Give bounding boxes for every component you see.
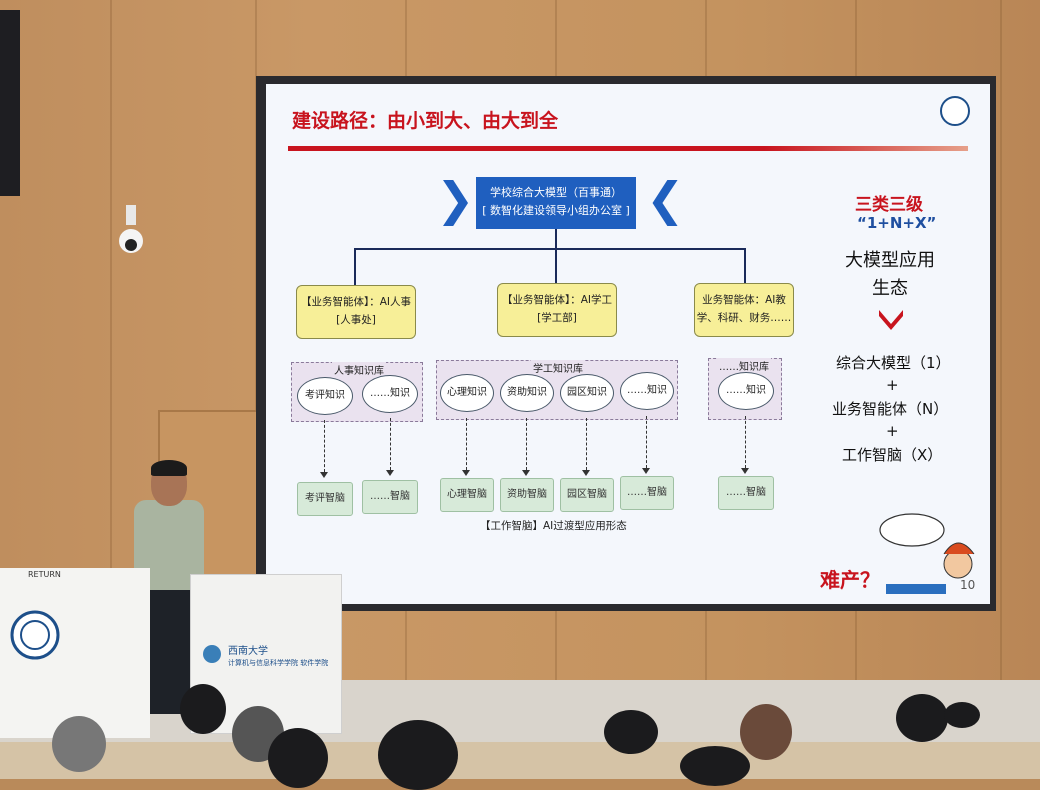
side-item: 综合大模型（1） [836, 354, 951, 372]
dashed-arrow [586, 418, 587, 470]
central-model-office: [ 数智化建设领导小组办公室 ] [482, 204, 630, 217]
page-number: 10 [960, 578, 976, 592]
knowledge-oval: ……知识 [362, 375, 418, 413]
chevron-down-icon [879, 310, 903, 330]
wall-seam [110, 0, 112, 690]
university-logo-icon [940, 96, 970, 126]
audience-head [896, 694, 948, 742]
agent-label: 【业务智能体】：AI学工 [501, 294, 613, 306]
kb-label: ……知识库 [717, 358, 771, 373]
agent-department: [学工部] [537, 312, 577, 324]
side-plus: + [886, 422, 899, 440]
audience-head [604, 710, 658, 754]
connector [354, 248, 356, 285]
brain-box: 资助智脑 [500, 478, 554, 512]
arrow-head-icon [320, 472, 328, 478]
brain-box: 考评智脑 [297, 482, 353, 516]
side-formula: “1+N+X” [857, 214, 937, 232]
connector [354, 248, 746, 250]
agent-label: 业务智能体：AI教 [702, 294, 786, 306]
brain-box: ……智脑 [718, 476, 774, 510]
arrow-head-icon [582, 470, 590, 476]
audience-head [378, 720, 458, 790]
audience-head [740, 704, 792, 760]
agent-label-cont: 学、科研、财务…… [696, 312, 792, 324]
knowledge-oval: 园区知识 [560, 374, 614, 412]
agent-box-student: 【业务智能体】：AI学工 [学工部] [497, 283, 617, 337]
kb-label: 学工知识库 [531, 360, 585, 375]
university-seal-icon [10, 610, 60, 660]
audience-head [52, 716, 106, 772]
security-camera [119, 205, 143, 253]
dashed-arrow [646, 416, 647, 468]
dashed-arrow [526, 418, 527, 470]
podium-school: 计算机与信息科学学院 软件学院 [228, 659, 329, 667]
side-item: 业务智能体（N） [832, 400, 949, 418]
side-heading: 三类三级 [855, 195, 923, 215]
agent-label: 【业务智能体】：AI人事 [300, 296, 412, 308]
dashed-arrow [324, 420, 325, 472]
brain-box: ……智脑 [362, 480, 418, 514]
dashed-arrow [745, 416, 746, 468]
connector [555, 229, 557, 249]
side-item: 工作智脑（X） [842, 446, 943, 464]
slide-title: 建设路径：由小到大、由大到全 [292, 110, 559, 132]
side-line: 大模型应用 [845, 250, 935, 271]
audience-head [268, 728, 328, 788]
knowledge-oval: 心理知识 [440, 374, 494, 412]
wall-monitor [0, 10, 20, 196]
dashed-arrow [466, 418, 467, 470]
agent-department: [人事处] [336, 314, 376, 326]
arrow-head-icon [642, 468, 650, 474]
audience-head [680, 746, 750, 786]
diagram-caption: 【工作智脑】AI过渡型应用形态 [480, 520, 627, 532]
arrow-head-icon [462, 470, 470, 476]
podium-university: 西南大学 [228, 646, 268, 657]
slide [266, 84, 990, 604]
school-logo-icon [203, 645, 221, 663]
knowledge-oval: ……知识 [718, 372, 774, 410]
audience-head [180, 684, 226, 734]
kb-label: 人事知识库 [332, 362, 386, 377]
brain-box: 心理智脑 [440, 478, 494, 512]
seat-row [0, 742, 1040, 779]
connector [744, 248, 746, 285]
connector [555, 248, 557, 283]
cartoon-illustration [879, 513, 975, 594]
arrow-head-icon [386, 470, 394, 476]
chevron-right-icon: ❯ [436, 172, 475, 226]
knowledge-oval: ……知识 [620, 372, 674, 410]
side-line: 生态 [872, 278, 908, 299]
knowledge-oval: 考评知识 [297, 377, 353, 415]
agent-box-other: 业务智能体：AI教 学、科研、财务…… [694, 283, 794, 337]
arrow-head-icon [741, 468, 749, 474]
brain-box: 园区智脑 [560, 478, 614, 512]
side-plus: + [886, 376, 899, 394]
audience-head [944, 702, 980, 728]
agent-box-hr: 【业务智能体】：AI人事 [人事处] [296, 285, 416, 339]
wall-seam [1000, 0, 1002, 690]
speaker-hair [151, 460, 187, 476]
dashed-arrow [390, 418, 391, 470]
knowledge-oval: 资助知识 [500, 374, 554, 412]
chevron-left-icon: ❮ [646, 172, 685, 226]
central-model-box: 学校综合大模型（百事通） [ 数智化建设领导小组办公室 ] [476, 177, 636, 229]
arrow-head-icon [522, 470, 530, 476]
lectern-label: RETURN [28, 570, 61, 579]
title-underline [288, 146, 968, 151]
footer-text: 难产？ [820, 568, 880, 592]
central-model-title: 学校综合大模型（百事通） [490, 186, 622, 199]
brain-box: ……智脑 [620, 476, 674, 510]
